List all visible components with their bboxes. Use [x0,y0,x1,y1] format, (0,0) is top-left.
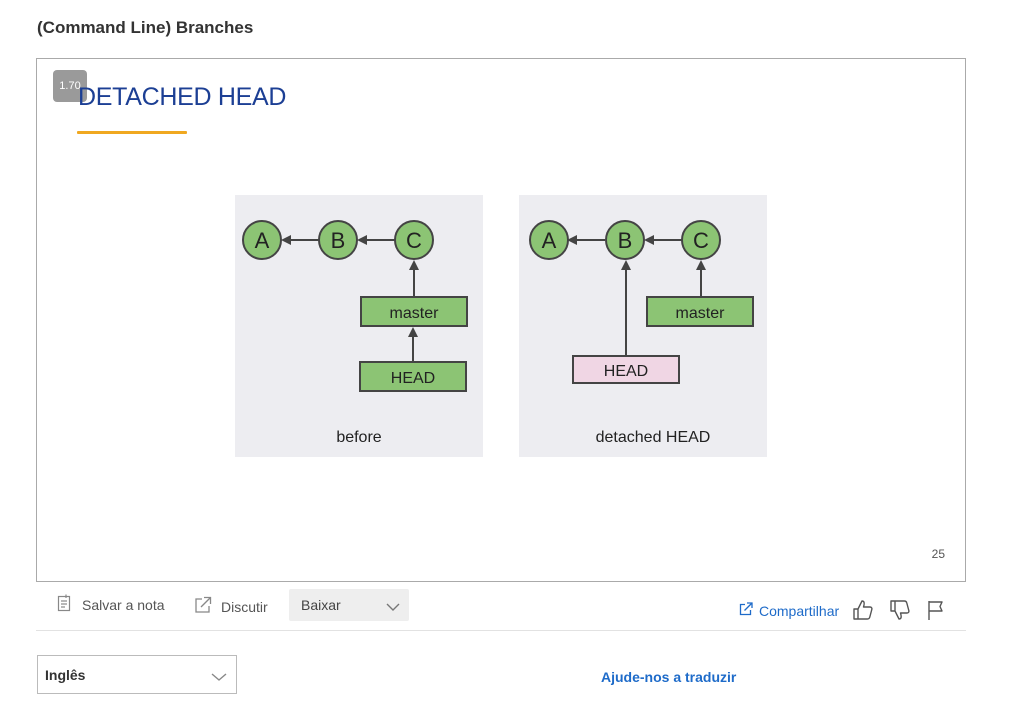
commit-a-label: A [542,228,557,253]
external-link-icon [194,596,221,617]
commit-a: A [529,220,569,260]
help-translate-link[interactable]: Ajude-nos a traduzir [601,669,737,685]
download-select[interactable]: Baixar [289,589,409,621]
page-title: (Command Line) Branches [37,18,254,37]
thumbs-down-icon [888,600,912,626]
commit-c: C [394,220,434,260]
detached-head-box: HEAD [572,355,680,384]
share-link[interactable]: Compartilhar [739,602,839,619]
slide-viewer: 1.70 DETACHED HEAD A B [36,58,966,582]
slide-title: DETACHED HEAD [78,83,287,111]
zoom-badge: 1.70 [53,70,87,102]
master-label: master [390,305,440,322]
flag-icon [924,601,948,626]
download-label: Baixar [301,597,341,613]
chevron-down-icon [386,599,400,615]
commit-a: A [242,220,282,260]
commit-b-label: B [618,228,633,253]
slide-toolbar: Salvar a nota Discutir Baixar Compartilh… [36,586,966,631]
share-icon [739,602,759,619]
commit-c-label: C [693,228,709,253]
like-button[interactable] [851,598,875,622]
commit-a-label: A [255,228,270,253]
discuss-button[interactable]: Discutir [194,596,268,617]
thumbs-up-icon [851,600,875,626]
commit-b: B [318,220,358,260]
head-label: HEAD [391,370,435,387]
head-box: HEAD [359,361,467,392]
chevron-down-icon [211,669,227,685]
save-note-button[interactable]: Salvar a nota [57,594,165,615]
master-box: master [360,296,468,327]
caption-before: before [336,429,381,446]
caption-detached-head: detached HEAD [596,429,711,446]
language-select[interactable]: Inglês [37,655,237,694]
share-label: Compartilhar [759,602,840,619]
discuss-label: Discutir [221,598,268,615]
commit-b-label: B [331,228,346,253]
save-note-label: Salvar a nota [82,596,165,613]
language-label: Inglês [45,667,86,683]
commit-c-label: C [406,228,422,253]
dislike-button[interactable] [888,598,912,622]
head-label: HEAD [604,363,648,380]
note-icon [57,594,82,615]
diagram-before: A B C master HEAD before [235,195,483,457]
diagram-detached-head: A B C master HEAD detached HEAD [519,195,767,457]
commit-b: B [605,220,645,260]
title-underline [77,131,187,134]
slide-number: 25 [931,547,945,561]
report-button[interactable] [924,598,948,622]
master-box: master [646,296,754,327]
commit-c: C [681,220,721,260]
master-label: master [676,305,726,322]
